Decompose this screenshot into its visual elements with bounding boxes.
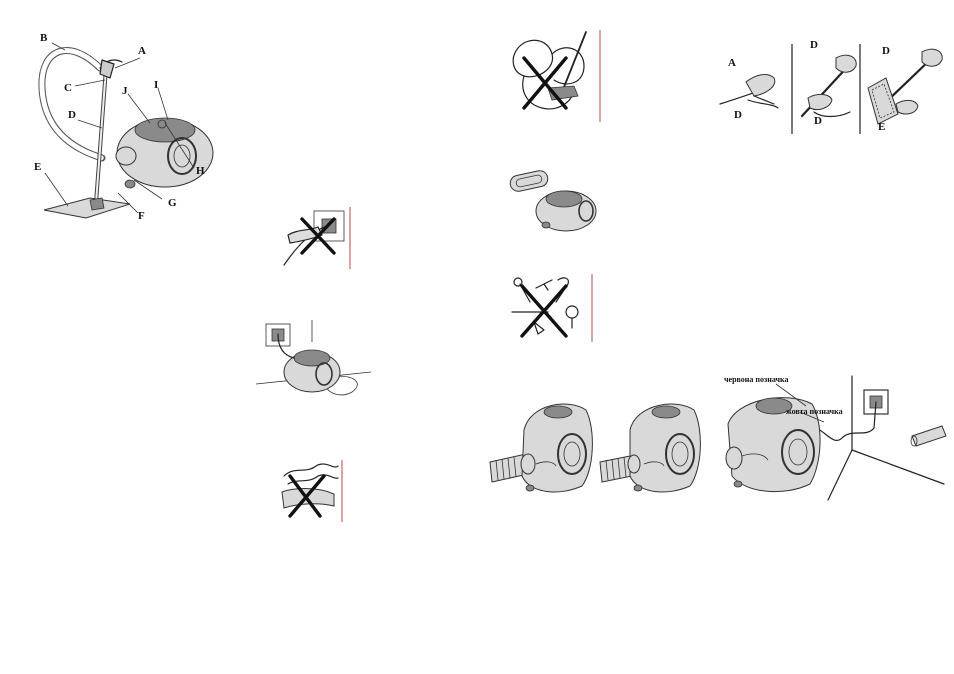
vacuum-step-1: [489, 390, 598, 500]
label-d-attach-3: D: [814, 115, 822, 127]
vacuum-hose-insert-drawing: [489, 403, 593, 493]
label-d: D: [68, 109, 76, 121]
attachments-figure: A D D D D E: [718, 38, 948, 138]
label-f: F: [138, 210, 145, 222]
warning-no-heat: [276, 458, 346, 524]
outlet-vacuum-icon: [255, 320, 372, 396]
warning-no-sharp-objects: [508, 272, 596, 344]
label-c: C: [64, 82, 72, 94]
label-i: I: [154, 79, 159, 91]
label-a: A: [138, 45, 146, 57]
warning-no-animals: [508, 28, 604, 124]
warning-outlet-vacuum: [255, 320, 372, 400]
label-h: H: [196, 165, 205, 177]
label-j: J: [122, 85, 128, 97]
attachments-drawing: [719, 44, 943, 134]
vacuum-hose-inserted-drawing: [599, 403, 701, 493]
vacuum-drawing: [38, 42, 214, 219]
label-a-attach: A: [728, 57, 736, 69]
label-e-attach: E: [878, 121, 886, 133]
red-mark-label: червона позначка: [724, 375, 789, 384]
label-d-attach-1: D: [734, 109, 742, 121]
vacuum-cord-figure: червона позначка жовта позначка: [716, 372, 947, 502]
label-b: B: [40, 32, 48, 44]
warning-plug-pull: [278, 205, 352, 271]
no-animals-icon: [512, 30, 601, 122]
vacuum-filter-icon: [509, 170, 597, 232]
label-d-attach-4: D: [882, 45, 890, 57]
plug-pull-icon: [283, 207, 351, 269]
yellow-mark-label: жовта позначка: [786, 407, 843, 416]
no-heat-icon: [281, 460, 343, 522]
label-e: E: [34, 161, 42, 173]
vacuum-with-filter: [506, 165, 604, 235]
no-sharp-objects-icon: [511, 274, 593, 342]
main-vacuum-figure: B A C I J D E H G F: [30, 28, 220, 228]
label-d-attach-2: D: [810, 39, 818, 51]
vacuum-cord-drawing: [725, 375, 947, 501]
vacuum-step-2: [599, 390, 708, 500]
label-g: G: [168, 197, 177, 209]
